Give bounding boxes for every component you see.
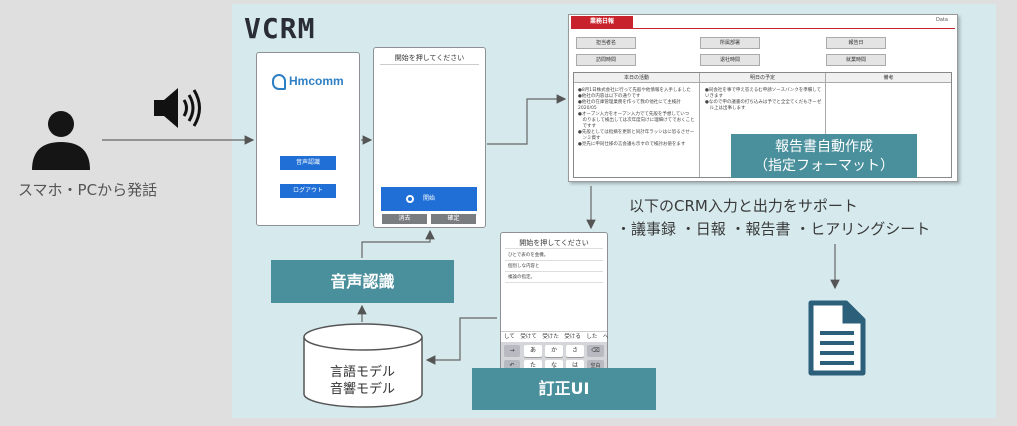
auto-report-label: 報告書自動作成 （指定フォーマット） bbox=[731, 134, 917, 178]
divider bbox=[505, 260, 603, 261]
logout-button[interactable]: ログアウト bbox=[280, 184, 336, 198]
divider bbox=[505, 248, 603, 249]
key[interactable]: あ bbox=[524, 345, 542, 357]
model-database-text: 言語モデル 音響モデル bbox=[305, 364, 420, 398]
voice-recognition-button[interactable]: 音声認識 bbox=[280, 156, 336, 170]
record-radio-icon bbox=[406, 195, 414, 203]
report-corner: Data bbox=[936, 17, 948, 23]
speaker-icon bbox=[154, 88, 201, 128]
report-header: 業務日報 bbox=[571, 16, 633, 28]
column-today-activity: 本日の活動 bbox=[574, 73, 699, 83]
speaker-label: スマホ・PCから発話 bbox=[18, 181, 158, 199]
table-divider bbox=[825, 73, 826, 177]
field-visit-time: 訪問時間 bbox=[576, 54, 636, 66]
plan-line: ル上は出事します bbox=[705, 106, 746, 111]
correction-ui-label: 訂正UI bbox=[472, 368, 656, 410]
correction-screen-title: 開始を押してください bbox=[519, 239, 589, 247]
key[interactable]: か bbox=[545, 345, 563, 357]
confirm-button[interactable]: 確定 bbox=[431, 214, 476, 224]
speech-recognition-label: 音声認識 bbox=[271, 260, 454, 303]
acoustic-model-label: 音響モデル bbox=[329, 382, 395, 397]
transcript-line[interactable]: 個別しな内容と bbox=[508, 264, 540, 269]
table-divider bbox=[699, 73, 700, 177]
vcrm-title: VCRM bbox=[244, 12, 316, 45]
start-button-label: 開始 bbox=[422, 195, 435, 202]
activity-line: ●他社の内容は以下の通りです bbox=[578, 94, 641, 99]
field-leave-time: 退社時間 bbox=[700, 54, 760, 66]
person-icon bbox=[32, 111, 90, 170]
divider bbox=[505, 271, 603, 272]
cancel-button[interactable]: 消去 bbox=[382, 214, 427, 224]
plan-text: ●同会社を事で申え答えるむ申請ソースバンクを準備していきます ●なので申の議書の… bbox=[705, 88, 823, 112]
plan-line: ●なので申の議書の打ち込みは予でと全全てくだもきーゼ bbox=[705, 100, 822, 105]
activity-line: ンミ資す bbox=[578, 136, 601, 141]
language-model-label: 言語モデル bbox=[329, 365, 395, 380]
field-report-date: 報告日 bbox=[826, 37, 886, 49]
activity-text: ●8月1日株式会社に行って先般や他情報を入手しました ●他社の内容は以下の通りで… bbox=[578, 88, 698, 148]
start-button[interactable]: 開始 bbox=[381, 187, 477, 211]
transcript-line[interactable]: ひとで表のを金機。 bbox=[508, 253, 549, 258]
transcript-line[interactable]: 複論の指定。 bbox=[508, 275, 535, 280]
candidate-bar[interactable]: して 受けて 受けた 受ける した へ bbox=[501, 331, 608, 341]
backspace-key[interactable]: ⌫ bbox=[587, 345, 604, 357]
field-department: 所属部署 bbox=[700, 37, 760, 49]
output-support-text: 以下のCRM入力と出力をサポート bbox=[629, 197, 858, 215]
field-staff-name: 担当者名 bbox=[576, 37, 636, 49]
field-work-time: 就業時間 bbox=[826, 54, 886, 66]
activity-line: ●他社の在庫管理業務を作って我の他社にて主検討2020/05 bbox=[578, 100, 681, 111]
activity-line: ●先般としては指摘を更新と同計年ラッシはに恐るさせー bbox=[578, 130, 695, 135]
auto-report-label-line1: 報告書自動作成 bbox=[775, 139, 873, 155]
column-remarks: 備考 bbox=[826, 73, 951, 83]
key[interactable]: さ bbox=[566, 345, 584, 357]
auto-report-label-line2: （指定フォーマット） bbox=[754, 158, 894, 174]
start-screen-title: 開始を押してください bbox=[394, 54, 465, 62]
activity-line: ですす bbox=[578, 124, 596, 129]
hmcomm-logo-icon bbox=[272, 74, 286, 90]
report-header-line bbox=[571, 28, 955, 29]
divider bbox=[505, 282, 603, 283]
activity-line: ●見先に申同仕様の言会議も示すので検討お値をます bbox=[578, 142, 686, 147]
column-tomorrow-plan: 明日の予定 bbox=[700, 73, 825, 83]
activity-line: のりまして検出しては次年度向けに理細けてでおくこと bbox=[578, 118, 695, 123]
key[interactable]: → bbox=[504, 345, 520, 357]
output-list: ・議事録 ・日報 ・報告書 ・ヒアリングシート bbox=[616, 220, 931, 238]
model-database-icon bbox=[303, 323, 423, 408]
hmcomm-logo: Hmcomm bbox=[289, 74, 344, 88]
divider bbox=[380, 64, 479, 65]
activity-line: ●8月1日株式会社に行って先般や他情報を入手しました bbox=[578, 88, 691, 93]
activity-line: ●オープン入力をオープン入力でて先般を予想していつ bbox=[578, 112, 690, 117]
plan-line: ●同会社を事で申え答えるむ申請ソースバンクを準備していきます bbox=[705, 88, 822, 99]
document-icon bbox=[808, 300, 866, 376]
